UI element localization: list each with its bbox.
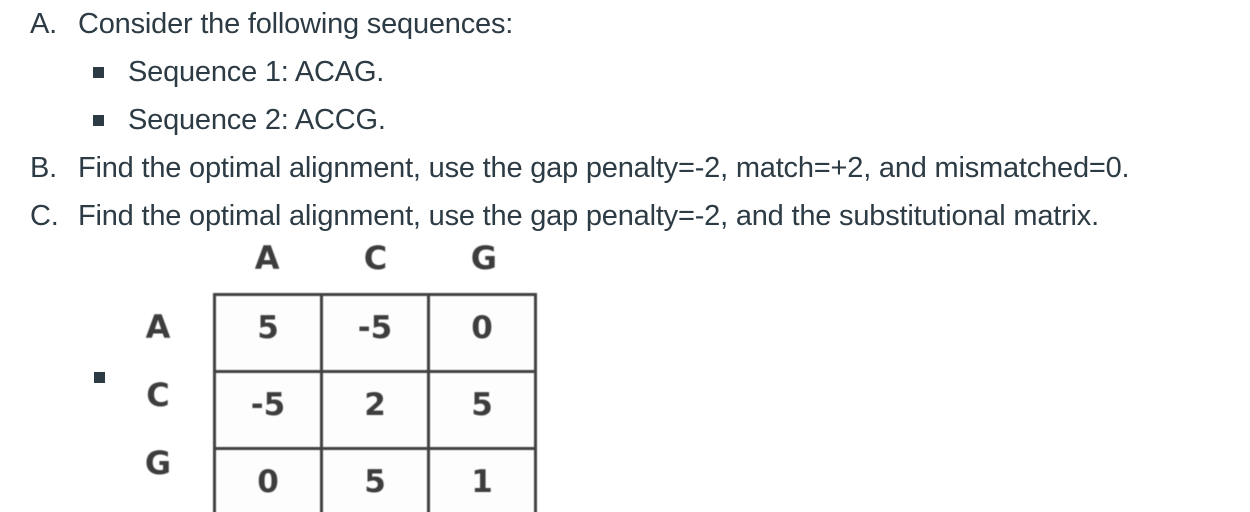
matrix-column-headers: A C G: [213, 236, 538, 280]
list-item-c: C. Find the optimal alignment, use the g…: [30, 192, 1099, 240]
square-bullet-icon: [93, 114, 104, 126]
table-row: 0 5 1: [213, 447, 537, 512]
matrix-column-header: C: [363, 239, 388, 277]
bullet-item-sequence-1: Sequence 1: ACAG.: [93, 48, 384, 96]
matrix-cell: 2: [320, 370, 430, 450]
substitution-matrix-table: 5 -5 0 -5 2 5 0 5 1: [213, 293, 537, 512]
matrix-cell: -5: [213, 370, 323, 450]
matrix-cell: 0: [213, 447, 323, 512]
matrix-cell: -5: [320, 293, 430, 373]
list-item-a-text: Consider the following sequences:: [78, 7, 514, 40]
matrix-row-label: C: [146, 376, 170, 414]
matrix-cell: 5: [427, 370, 537, 450]
list-marker-b: B.: [30, 151, 57, 184]
table-row: 5 -5 0: [213, 293, 537, 373]
bullet-item-sequence-2: Sequence 2: ACCG.: [93, 96, 386, 144]
bullet-item-text: Sequence 1: ACAG.: [128, 55, 385, 88]
matrix-cell: 0: [427, 293, 537, 373]
table-row: -5 2 5: [213, 370, 537, 450]
list-item-c-text: Find the optimal alignment, use the gap …: [78, 199, 1099, 232]
matrix-column-header: A: [254, 239, 280, 277]
list-item-a: A. Consider the following sequences:: [30, 0, 513, 48]
matrix-column-header: G: [470, 239, 497, 277]
square-bullet-icon: [93, 66, 104, 78]
matrix-cell: 1: [427, 447, 537, 512]
list-item-b: B. Find the optimal alignment, use the g…: [30, 144, 1130, 192]
list-item-b-text: Find the optimal alignment, use the gap …: [78, 151, 1130, 184]
list-marker-a: A.: [30, 7, 57, 40]
list-marker-c: C.: [30, 199, 59, 232]
square-bullet-icon: [94, 372, 105, 383]
matrix-row-label: A: [145, 308, 171, 346]
bullet-item-text: Sequence 2: ACCG.: [128, 103, 386, 136]
matrix-row-labels: A C G: [128, 293, 188, 497]
matrix-cell: 5: [320, 447, 430, 512]
matrix-row-label: G: [144, 444, 172, 482]
matrix-cell: 5: [213, 293, 323, 373]
